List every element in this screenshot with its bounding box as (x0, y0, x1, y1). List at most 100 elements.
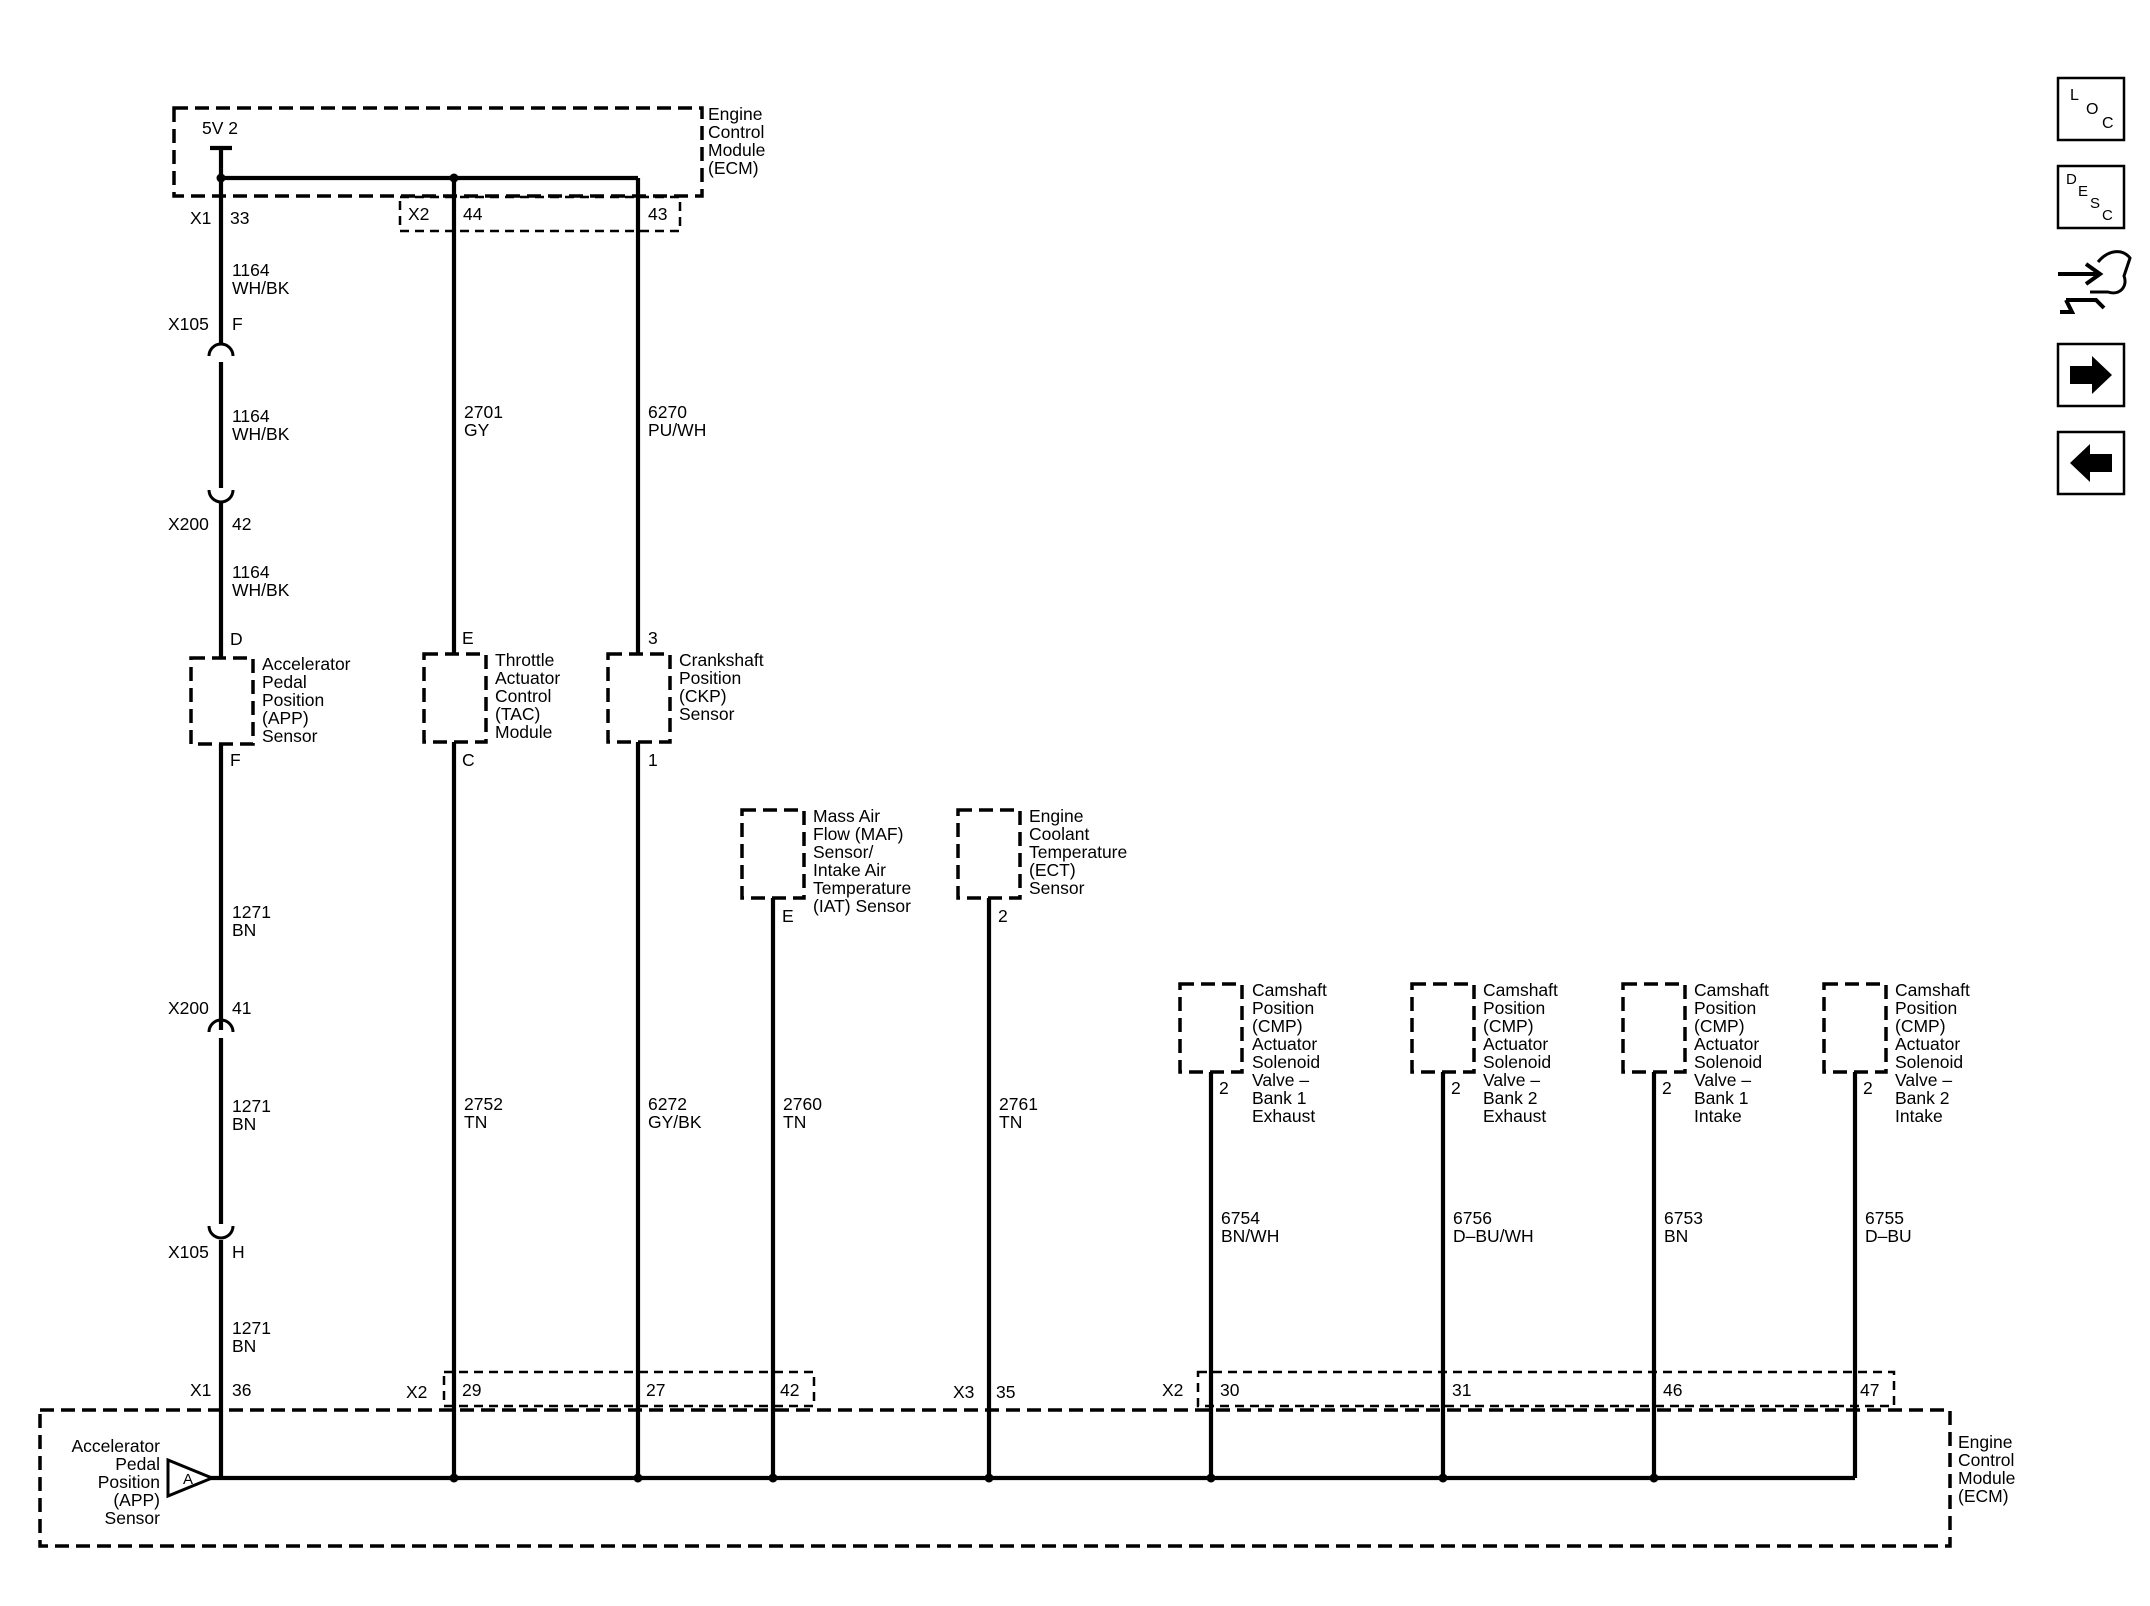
app-sensor-label: Pedal (262, 672, 307, 692)
connector-x200: X200 (168, 514, 209, 534)
connector-x105: X105 (168, 314, 209, 334)
maf-sensor-label: (IAT) Sensor (813, 896, 911, 916)
inline-connector-symbol (207, 1225, 235, 1240)
valve-pin: 2 (1451, 1078, 1461, 1098)
wire-number: 6753 (1664, 1208, 1703, 1228)
cmp-valve-label: Actuator (1694, 1034, 1759, 1054)
ect-sensor-label: (ECT) (1029, 860, 1076, 880)
app-sensor-label: (APP) (262, 708, 309, 728)
ecm-pin: 30 (1220, 1380, 1240, 1400)
cmp-valve-label: Exhaust (1252, 1106, 1315, 1126)
cmp-valve-bank2-exhaust: Camshaft Position (CMP) Actuator Solenoi… (1410, 980, 1558, 1478)
ecm-bottom-label: (ECM) (1958, 1486, 2009, 1506)
ect-sensor-box (956, 808, 1022, 900)
app-input-triangle-icon (166, 1457, 216, 1499)
ckp-circuit: 6270 PU/WH 3 Crankshaft Position (CKP) S… (606, 178, 764, 1478)
app-sensor-box (189, 656, 255, 746)
connector-tool-icon (2058, 250, 2132, 314)
connector-button[interactable] (2058, 250, 2132, 314)
wire-number: 6755 (1865, 1208, 1904, 1228)
wire-color: GY/BK (648, 1112, 702, 1132)
wire-color: BN (232, 1114, 256, 1134)
ecm-top-x2-label: X2 (408, 204, 429, 224)
ecm-bottom-x2-connector (442, 1370, 816, 1408)
ckp-sensor-label: (CKP) (679, 686, 727, 706)
wire-color: WH/BK (232, 580, 290, 600)
wire-color: BN/WH (1221, 1226, 1279, 1246)
tac-circuit: 2701 GY E Throttle Actuator Control (TAC… (422, 178, 560, 1478)
wire-number: 6756 (1453, 1208, 1492, 1228)
wire-color: WH/BK (232, 424, 290, 444)
wire-color: D–BU/WH (1453, 1226, 1534, 1246)
cmp-valve-label: Position (1483, 998, 1545, 1018)
cmp-valve-label: Exhaust (1483, 1106, 1546, 1126)
wire-color: D–BU (1865, 1226, 1912, 1246)
cmp-valve-label: (CMP) (1694, 1016, 1745, 1036)
ecm-pin: 31 (1452, 1380, 1471, 1400)
cmp-valve-label: Solenoid (1694, 1052, 1762, 1072)
connector-x105: X105 (168, 1242, 209, 1262)
ckp-sensor-label: Position (679, 668, 741, 688)
svg-text:C: C (2102, 207, 2113, 224)
wire-color: TN (999, 1112, 1022, 1132)
app-sensor-label: Position (262, 690, 324, 710)
ecm-top-x1-label: X1 (190, 208, 211, 228)
tac-module-label: (TAC) (495, 704, 540, 724)
wire-color: TN (783, 1112, 806, 1132)
ecm-pin: 27 (646, 1380, 665, 1400)
cmp-valve-label: Camshaft (1895, 980, 1970, 1000)
ecm-supply-label: 5V 2 (202, 118, 238, 138)
ecm-pin: 47 (1860, 1380, 1879, 1400)
svg-text:C: C (2102, 115, 2114, 132)
cmp-valve-bank2-intake: Camshaft Position (CMP) Actuator Solenoi… (1822, 980, 1970, 1478)
desc-button[interactable]: D E S C (2056, 164, 2126, 230)
cmp-valve-label: Bank 1 (1252, 1088, 1306, 1108)
ecm-top-x2-connector (398, 195, 682, 233)
arrow-left-icon (2070, 444, 2112, 482)
cmp-valve-label: Solenoid (1483, 1052, 1551, 1072)
maf-sensor-label: Temperature (813, 878, 911, 898)
connector-pin: H (232, 1242, 245, 1262)
connector-pin: 42 (232, 514, 251, 534)
ecm-pin: 42 (780, 1380, 799, 1400)
ecm-top-label-2: Control (708, 122, 764, 142)
wire-number: 2752 (464, 1094, 503, 1114)
ecm-top-x2-pin-44: 44 (463, 204, 483, 224)
prev-button[interactable] (2056, 430, 2126, 496)
next-button[interactable] (2056, 342, 2126, 408)
cmp-valve-label: Actuator (1252, 1034, 1317, 1054)
cmp-valve-label: Camshaft (1694, 980, 1769, 1000)
splice-dot (1438, 1473, 1448, 1483)
wire-number: 1271 (232, 1318, 271, 1338)
maf-sensor-label: Sensor/ (813, 842, 873, 862)
tac-module-box (422, 652, 488, 744)
cmp-valve-label: Actuator (1483, 1034, 1548, 1054)
splice-dot (1206, 1473, 1216, 1483)
sensor-pin: E (782, 906, 794, 926)
valve-pin: 2 (1863, 1078, 1873, 1098)
ecm-bottom-x3-label: X3 (953, 1382, 974, 1402)
splice-dot (633, 1473, 643, 1483)
maf-sensor-label: Intake Air (813, 860, 886, 880)
connector-x200: X200 (168, 998, 209, 1018)
tac-module-label: Actuator (495, 668, 560, 688)
wire-color: WH/BK (232, 278, 290, 298)
arrow-right-icon (2070, 356, 2112, 394)
connector-pin: 41 (232, 998, 251, 1018)
wire-color: BN (232, 1336, 256, 1356)
cmp-valve-bank1-intake: Camshaft Position (CMP) Actuator Solenoi… (1621, 980, 1769, 1478)
module-pin: C (462, 750, 475, 770)
wire-number: 2760 (783, 1094, 822, 1114)
loc-button[interactable]: L O C (2056, 76, 2126, 142)
wire-number: 1271 (232, 902, 271, 922)
wire-number: 2701 (464, 402, 503, 422)
ecm-bottom-label: Engine (1958, 1432, 2013, 1452)
svg-text:S: S (2090, 195, 2100, 212)
wire-number: 6272 (648, 1094, 687, 1114)
svg-text:D: D (2066, 171, 2077, 188)
wire-number: 1164 (232, 406, 270, 426)
ecm-bottom-x2-connector (1196, 1370, 1896, 1408)
cmp-valve-label: Valve – (1252, 1070, 1309, 1090)
cmp-valve-label: (CMP) (1483, 1016, 1534, 1036)
cmp-valve-label: Position (1252, 998, 1314, 1018)
